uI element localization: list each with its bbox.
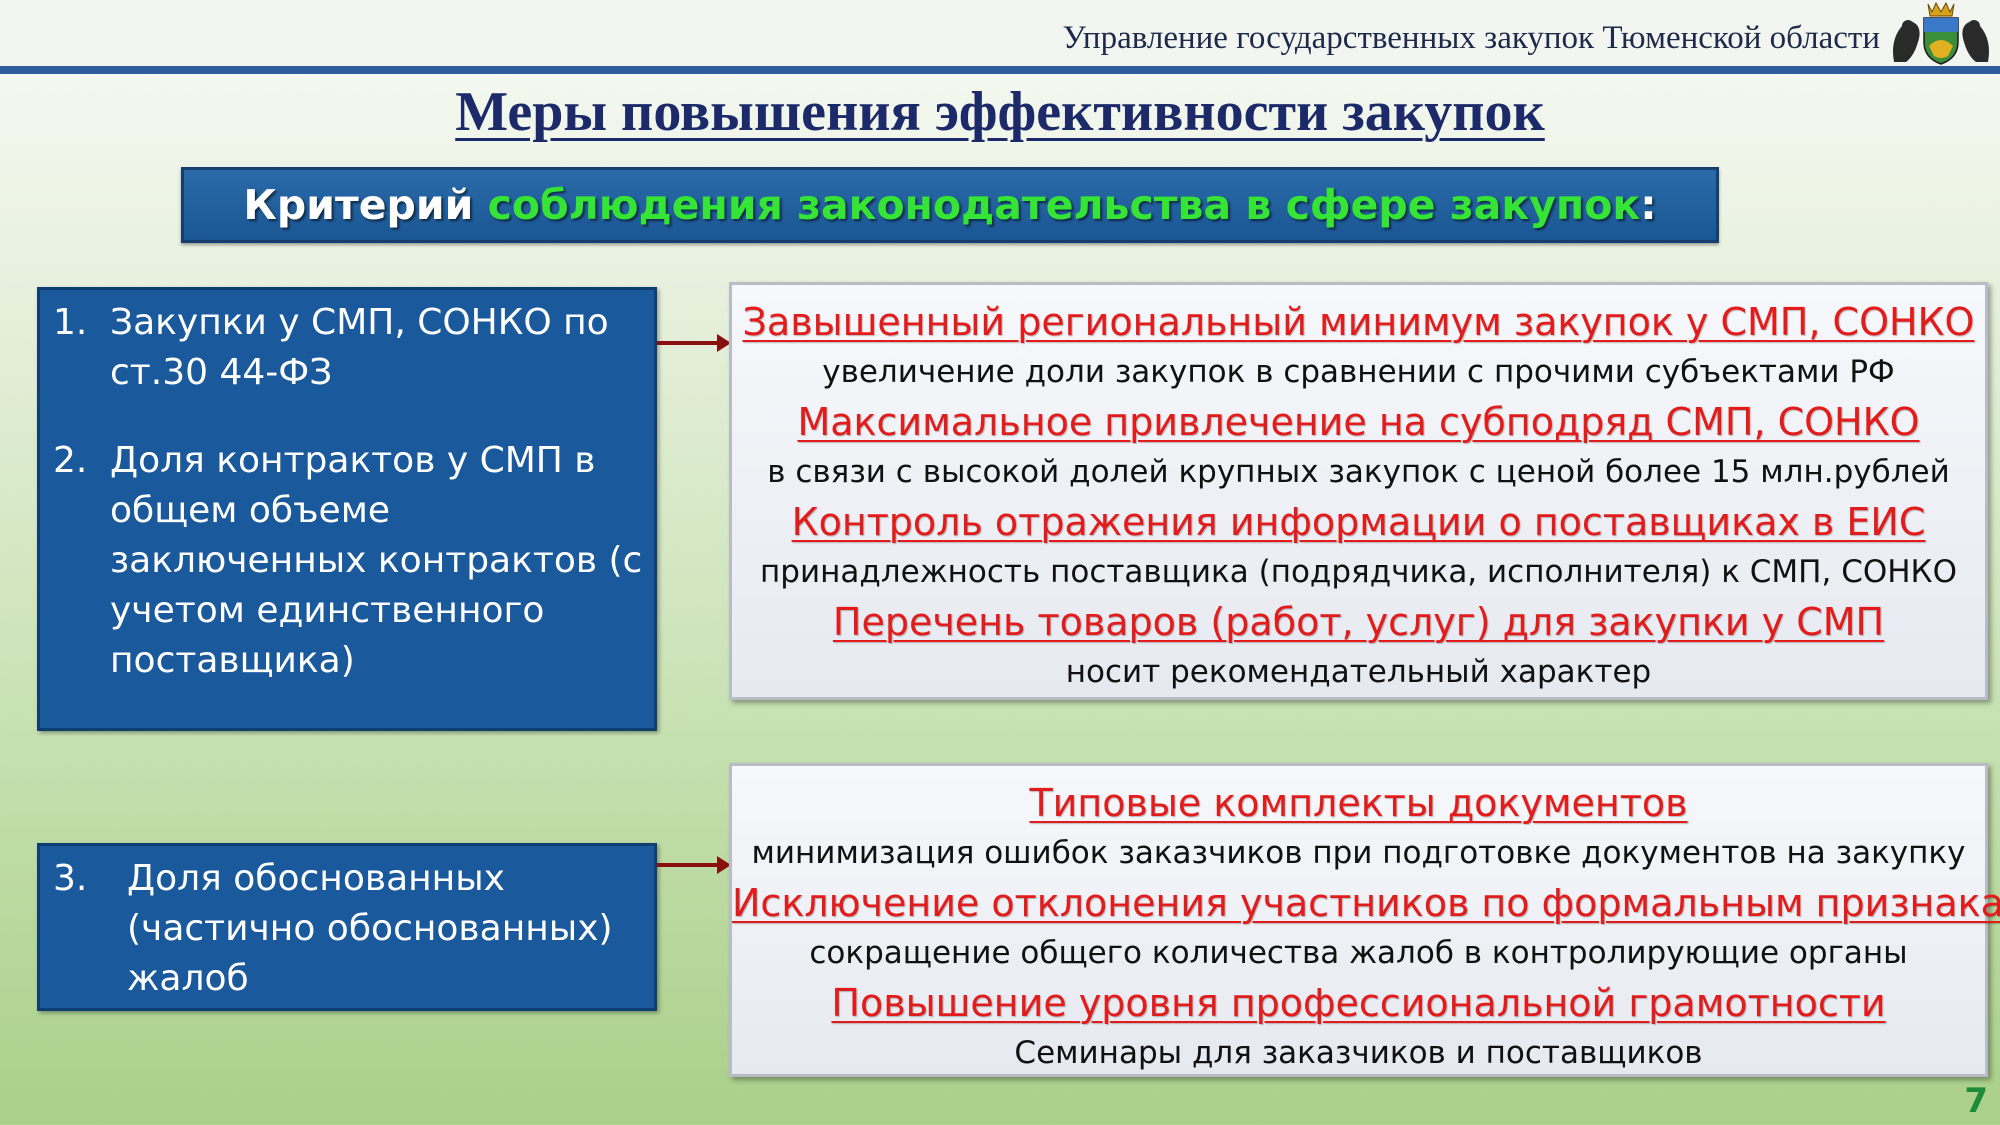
measure-title: Перечень товаров (работ, услуг) для заку… — [832, 600, 1885, 644]
criteria-item: 3. Доля обоснованных (частично обоснован… — [40, 854, 654, 1004]
slide-title-text: Меры повышения эффективности закупок — [455, 81, 1545, 143]
measure-desc: Семинары для заказчиков и поставщиков — [1014, 1035, 1703, 1071]
measure-desc: увеличение доли закупок в сравнении с пр… — [822, 354, 1895, 390]
criteria-box-2: 3. Доля обоснованных (частично обоснован… — [37, 843, 657, 1011]
measure-desc: носит рекомендательный характер — [1065, 654, 1652, 690]
criteria-number: 1. — [53, 302, 88, 343]
measure-title: Завышенный региональный минимум закупок … — [742, 300, 1975, 344]
header-divider — [0, 66, 2000, 74]
measures-box-2: Типовые комплекты документов минимизация… — [729, 763, 2000, 1077]
criteria-number: 3. — [53, 858, 88, 899]
criteria-item: 2. Доля контрактов у СМП в общем объеме … — [40, 436, 654, 686]
coat-of-arms-icon — [1893, 1, 1989, 65]
measures-box-1: Завышенный региональный минимум закупок … — [729, 282, 1988, 700]
criteria-text: Доля контрактов у СМП в общем объеме зак… — [110, 440, 643, 681]
measure-title: Максимальное привлечение на субподряд СМ… — [797, 400, 1920, 444]
measure-desc: минимизация ошибок заказчиков при подгот… — [751, 835, 1966, 871]
slide-title: Меры повышения эффективности закупок — [0, 80, 2000, 144]
measure-title: Типовые комплекты документов — [1029, 781, 1688, 825]
measure-title: Контроль отражения информации о поставщи… — [791, 500, 1926, 544]
slide-header: Управление государственных закупок Тюмен… — [0, 0, 2000, 66]
organization-name: Управление государственных закупок Тюмен… — [1062, 20, 1880, 56]
criterion-suffix: : — [1640, 181, 1657, 229]
criterion-highlight: соблюдения законодательства в сфере заку… — [487, 181, 1641, 229]
criteria-text: Закупки у СМП, СОНКО по ст.30 44-ФЗ — [110, 302, 609, 393]
measure-desc: сокращение общего количества жалоб в кон… — [809, 935, 1908, 971]
arrow-right-icon — [657, 856, 731, 874]
measure-title: Повышение уровня профессиональной грамот… — [831, 981, 1886, 1025]
criteria-text: Доля обоснованных (частично обоснованных… — [127, 858, 613, 999]
criterion-prefix: Критерий — [243, 181, 474, 229]
criteria-box-1: 1. Закупки у СМП, СОНКО по ст.30 44-ФЗ 2… — [37, 287, 657, 731]
criteria-number: 2. — [53, 440, 88, 481]
measure-desc: принадлежность поставщика (подрядчика, и… — [760, 554, 1957, 590]
criteria-list: 3. Доля обоснованных (частично обоснован… — [40, 854, 654, 1004]
measure-desc: в связи с высокой долей крупных закупок … — [767, 454, 1950, 490]
arrow-right-icon — [657, 334, 731, 352]
measure-title: Исключение отклонения участников по форм… — [732, 881, 2000, 925]
criteria-item: 1. Закупки у СМП, СОНКО по ст.30 44-ФЗ — [40, 298, 654, 398]
criterion-banner: Критерий соблюдения законодательства в с… — [181, 167, 1719, 243]
page-number: 7 — [1964, 1081, 1988, 1121]
criteria-list: 1. Закупки у СМП, СОНКО по ст.30 44-ФЗ 2… — [40, 298, 654, 686]
